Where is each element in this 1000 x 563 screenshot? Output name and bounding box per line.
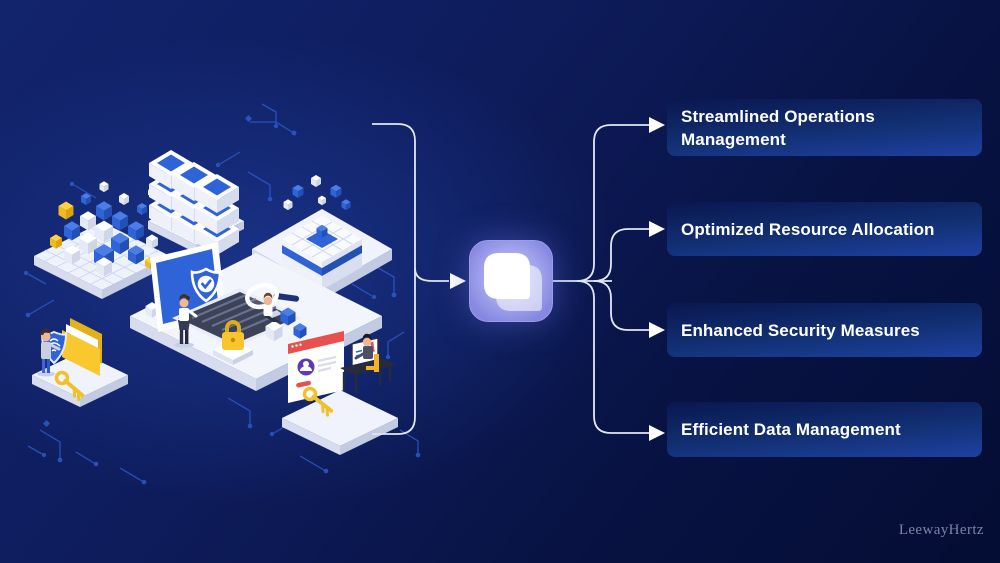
leewayhertz-logo-mark-icon [484,253,542,311]
outcome-box-streamlined-operations: Streamlined Operations Management [667,99,982,156]
outcome-label: Streamlined Operations Management [681,106,875,149]
connector-lines [372,123,649,435]
branch-3 [593,280,649,331]
person-sitting [263,292,283,342]
shield-check-icon [190,267,222,303]
data-blocks-platform [34,181,170,299]
padlock-icon [213,320,253,365]
secure-folder [62,318,102,376]
outcome-box-resource-allocation: Optimized Resource Allocation [667,202,982,256]
outcome-label: Enhanced Security Measures [681,320,920,340]
outcome-label: Optimized Resource Allocation [681,219,935,239]
outcome-box-security-measures: Enhanced Security Measures [667,303,982,357]
arrow-icon [649,221,665,237]
arrow-icon [649,322,665,338]
hub-logo-tile [469,240,553,322]
person-standing [37,328,61,377]
branch-1 [576,124,649,282]
branch-2 [593,228,649,282]
brand-watermark: LeewayHertz [898,522,984,538]
arrow-icon [649,425,665,441]
outcome-box-data-management: Efficient Data Management [667,402,982,457]
isometric-illustration [32,150,398,455]
analytics-desk-platform [282,331,398,455]
left-bracket [372,123,416,435]
arrow-icon [450,273,466,289]
server-racks [148,150,244,255]
outcome-label: Efficient Data Management [681,420,901,439]
arrow-icon [649,117,665,133]
person-at-desk [354,333,379,372]
arrowheads [450,117,665,441]
secure-folder-platform [32,318,128,407]
browser-window [288,331,344,403]
hub-feed-line [414,267,449,282]
circuit-traces [23,103,421,485]
branch-4 [576,280,649,434]
profile-avatar-icon [297,358,315,376]
person-standing [174,294,198,348]
